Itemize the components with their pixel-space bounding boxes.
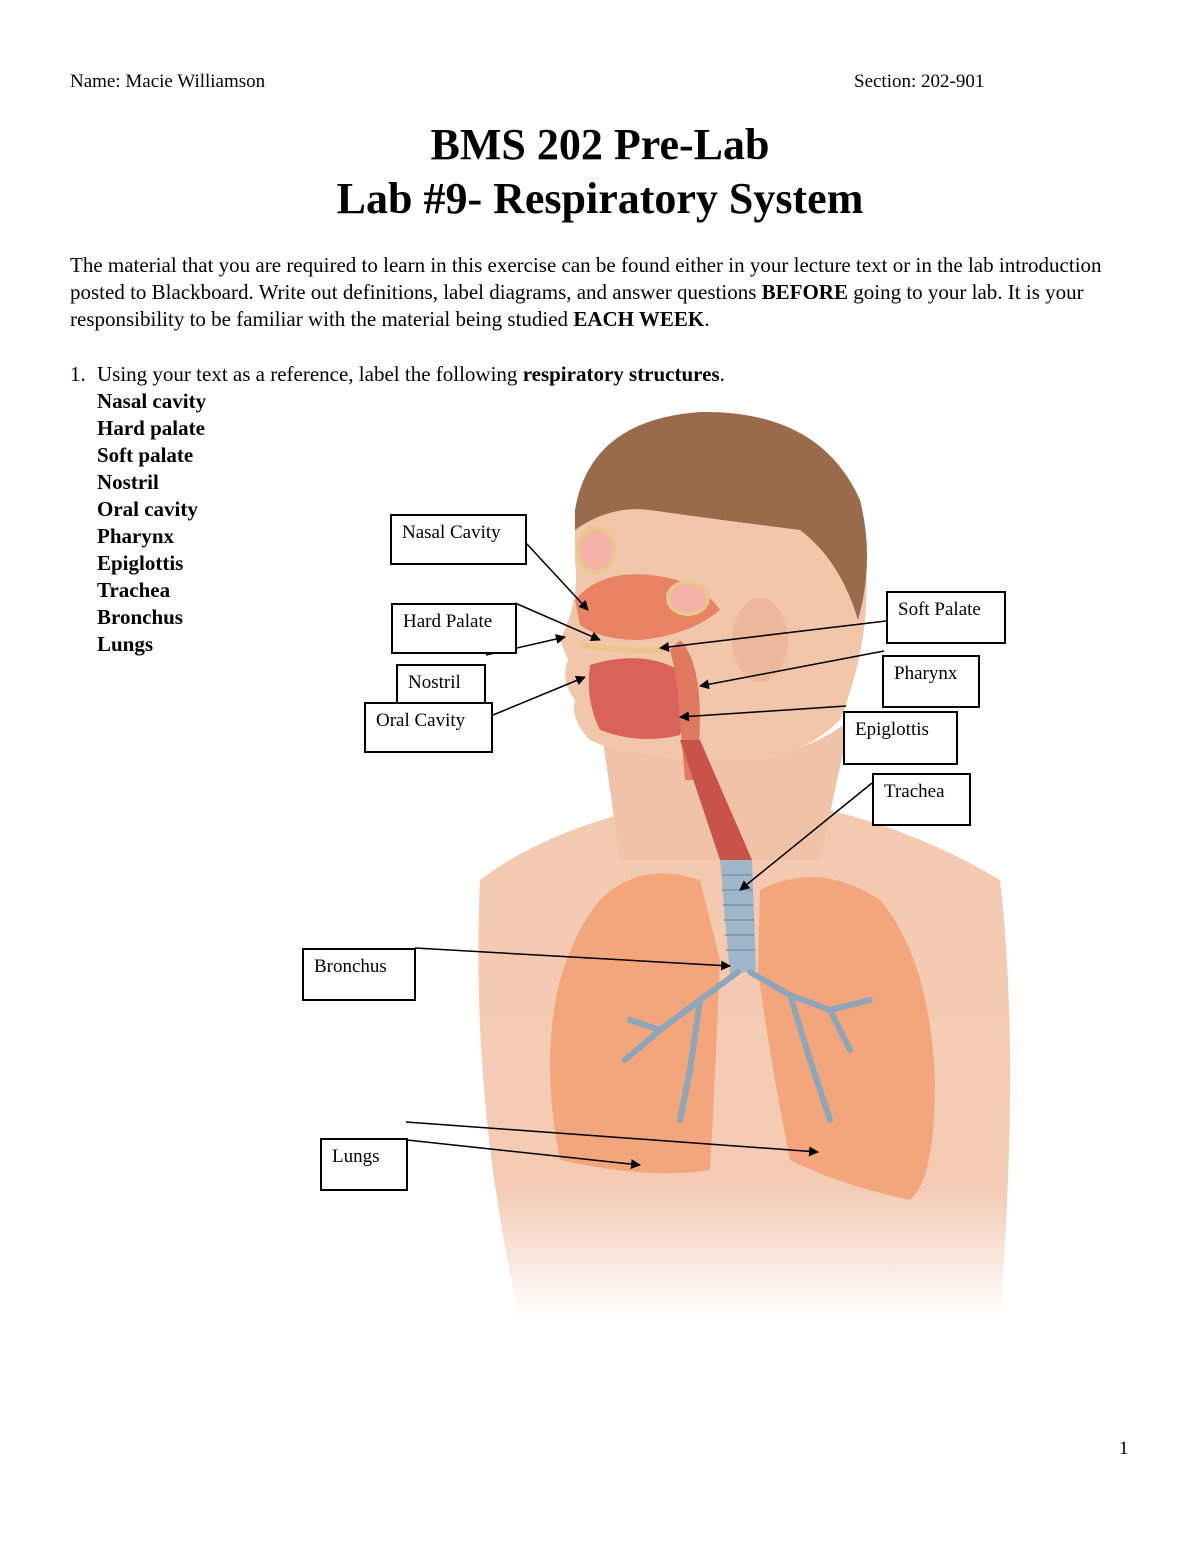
sinus-frontal [576, 526, 616, 574]
label-box-bronchus: Bronchus [302, 948, 416, 1001]
list-item: Lungs [97, 632, 154, 656]
list-item: Oral cavity [97, 497, 198, 521]
intro-text-2: going to your lab. It is your responsibi… [70, 280, 1084, 331]
question-bold: respiratory structures [522, 362, 720, 386]
question-text: Using your text as a reference, label th… [97, 362, 523, 386]
section-number: Section: 202-901 [854, 71, 985, 92]
question-1: 1. Using your text as a reference, label … [70, 361, 970, 388]
term-list: Nasal cavity Hard palate Soft palate Nos… [97, 388, 206, 658]
page-subtitle: Lab #9- Respiratory System [336, 174, 864, 223]
question-number: 1. [70, 362, 86, 386]
student-name: Name: Macie Williamson [70, 71, 266, 92]
hair-shape [575, 411, 868, 620]
list-item: Nostril [97, 470, 159, 494]
intro-bold-2: EACH WEEK [573, 307, 705, 331]
label-box-nostril: Nostril [396, 664, 486, 704]
list-item: Bronchus [97, 605, 183, 629]
list-item: Pharynx [97, 524, 175, 548]
upper-airway-shape [680, 740, 752, 860]
ear-shape [732, 598, 788, 682]
bronchial-tree [622, 969, 873, 1123]
page-title: BMS 202 Pre-Lab [430, 120, 770, 169]
leader-lines [405, 542, 887, 1170]
question-end: . [719, 362, 725, 386]
list-item: Soft palate [97, 443, 194, 467]
list-item: Epiglottis [97, 551, 184, 575]
label-box-hard-palate: Hard Palate [391, 603, 517, 654]
list-item: Trachea [97, 578, 171, 602]
sinus-sphenoid [666, 580, 710, 616]
label-box-oral-cavity: Oral Cavity [364, 702, 493, 753]
intro-bold-1: BEFORE [761, 280, 848, 304]
label-box-soft-palate: Soft Palate [886, 591, 1006, 644]
label-box-epiglottis: Epiglottis [843, 711, 958, 765]
list-item: Nasal cavity [97, 389, 207, 413]
page-number: 1 [1119, 1438, 1129, 1459]
intro-paragraph: The material that you are required to le… [70, 252, 1140, 333]
label-box-trachea: Trachea [872, 773, 971, 826]
list-item: Hard palate [97, 416, 205, 440]
intro-text-3: . [704, 307, 710, 331]
tongue-shape [588, 658, 684, 739]
label-box-pharynx: Pharynx [882, 655, 980, 708]
intro-text-1: The material that you are required to le… [70, 253, 1102, 304]
label-box-lungs: Lungs [320, 1138, 408, 1191]
label-box-nasal-cavity: Nasal Cavity [390, 514, 527, 565]
